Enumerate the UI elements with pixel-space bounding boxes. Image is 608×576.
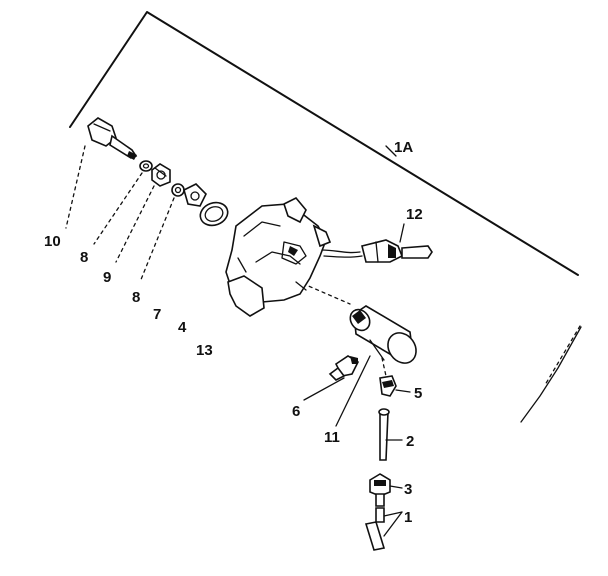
label-1a: 1A [394, 139, 413, 156]
part-2-rod [378, 408, 390, 461]
label-6: 6 [292, 403, 300, 420]
leader-lines [303, 145, 411, 537]
part-12-connector [321, 239, 433, 263]
label-3: 3 [404, 481, 412, 498]
leader-dashes [65, 145, 387, 377]
label-8-lower: 8 [132, 289, 140, 306]
part-6-fitting [328, 355, 360, 381]
label-9: 9 [103, 269, 111, 286]
part-11-cylinder [349, 305, 417, 364]
label-2: 2 [406, 433, 414, 450]
label-8-upper: 8 [80, 249, 88, 266]
part-10-probe [87, 117, 138, 160]
part-labels: 1A 12 10 8 9 8 7 4 13 6 11 5 2 3 1 [44, 139, 423, 526]
label-1: 1 [404, 509, 412, 526]
label-12: 12 [406, 206, 423, 223]
label-7: 7 [153, 306, 161, 323]
part-9-nut [151, 163, 171, 187]
part-4-gasket [199, 201, 229, 227]
label-11: 11 [324, 429, 340, 446]
label-5: 5 [414, 385, 422, 402]
part-8-washer-upper [139, 160, 153, 172]
label-4: 4 [178, 319, 187, 336]
label-13: 13 [196, 342, 213, 359]
part-5-fitting [379, 375, 397, 397]
part-8-washer-lower [171, 183, 185, 197]
part-7-sleeve [183, 183, 207, 207]
part-3-screw [369, 473, 391, 507]
main-housing [225, 197, 332, 317]
part-1-tubes [364, 507, 386, 551]
label-10: 10 [44, 233, 61, 250]
assembly-bracket [69, 11, 582, 423]
